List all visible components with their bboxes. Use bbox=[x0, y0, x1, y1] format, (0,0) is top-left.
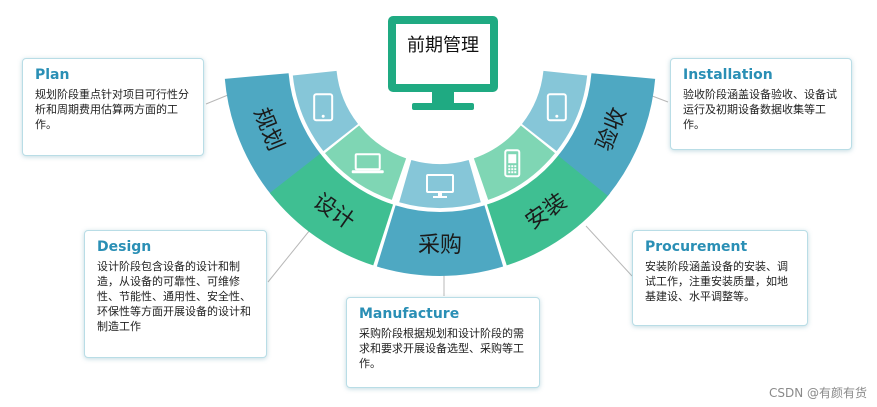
card-plan-body: 规划阶段重点针对项目可行性分析和周期费用估算两方面的工作。 bbox=[35, 88, 189, 131]
desktop-monitor-icon bbox=[426, 174, 454, 198]
monitor-screen bbox=[396, 24, 490, 84]
card-installation: Installation 验收阶段涵盖设备验收、设备试运行及初期设备数据收集等工… bbox=[670, 58, 852, 150]
card-installation-title: Installation bbox=[683, 67, 773, 83]
card-manufacture-body: 采购阶段根据规划和设计阶段的需求和要求开展设备选型、采购等工作。 bbox=[359, 327, 524, 370]
phone-icon bbox=[504, 149, 521, 178]
card-procurement-body: 安装阶段涵盖设备的安装、调试工作，注重安装质量，如地基建设、水平调整等。 bbox=[645, 260, 788, 303]
card-plan-title: Plan bbox=[35, 67, 70, 83]
segment-0 bbox=[224, 73, 322, 196]
card-installation-body: 验收阶段涵盖设备验收、设备试运行及初期设备数据收集等工作。 bbox=[683, 88, 837, 131]
watermark: CSDN @有颜有货 bbox=[768, 386, 867, 400]
card-procurement-title: Procurement bbox=[645, 239, 748, 255]
inner-segment-1 bbox=[324, 125, 407, 200]
monitor-neck bbox=[432, 92, 454, 104]
center-title: 前期管理 bbox=[407, 35, 479, 56]
card-manufacture-title: Manufacture bbox=[359, 306, 460, 322]
segment-4 bbox=[558, 73, 656, 196]
inner-segment-0 bbox=[292, 70, 359, 152]
card-procurement: Procurement 安装阶段涵盖设备的安装、调试工作，注重安装质量，如地基建… bbox=[632, 230, 808, 326]
laptop-icon bbox=[351, 153, 384, 174]
segment-2 bbox=[376, 205, 504, 276]
segment-label-2: 采购 bbox=[418, 233, 462, 258]
card-design-title: Design bbox=[97, 239, 152, 255]
card-design: Design 设计阶段包含设备的设计和制造，从设备的可靠性、可维修性、节能性、通… bbox=[84, 230, 267, 358]
segment-3 bbox=[486, 153, 611, 266]
segment-1 bbox=[269, 153, 394, 266]
tablet-icon bbox=[313, 93, 334, 122]
center-monitor bbox=[388, 16, 498, 110]
card-design-body: 设计阶段包含设备的设计和制造，从设备的可靠性、可维修性、节能性、通用性、安全性、… bbox=[97, 260, 251, 333]
inner-segment-4 bbox=[521, 70, 588, 152]
card-plan: Plan 规划阶段重点针对项目可行性分析和周期费用估算两方面的工作。 bbox=[22, 58, 204, 156]
inner-icon-ring bbox=[292, 70, 588, 208]
connector-line-3 bbox=[585, 225, 633, 277]
monitor-stand bbox=[412, 103, 474, 110]
card-manufacture: Manufacture 采购阶段根据规划和设计阶段的需求和要求开展设备选型、采购… bbox=[346, 297, 540, 388]
tablet-icon bbox=[546, 93, 567, 122]
inner-segment-2 bbox=[399, 159, 481, 208]
